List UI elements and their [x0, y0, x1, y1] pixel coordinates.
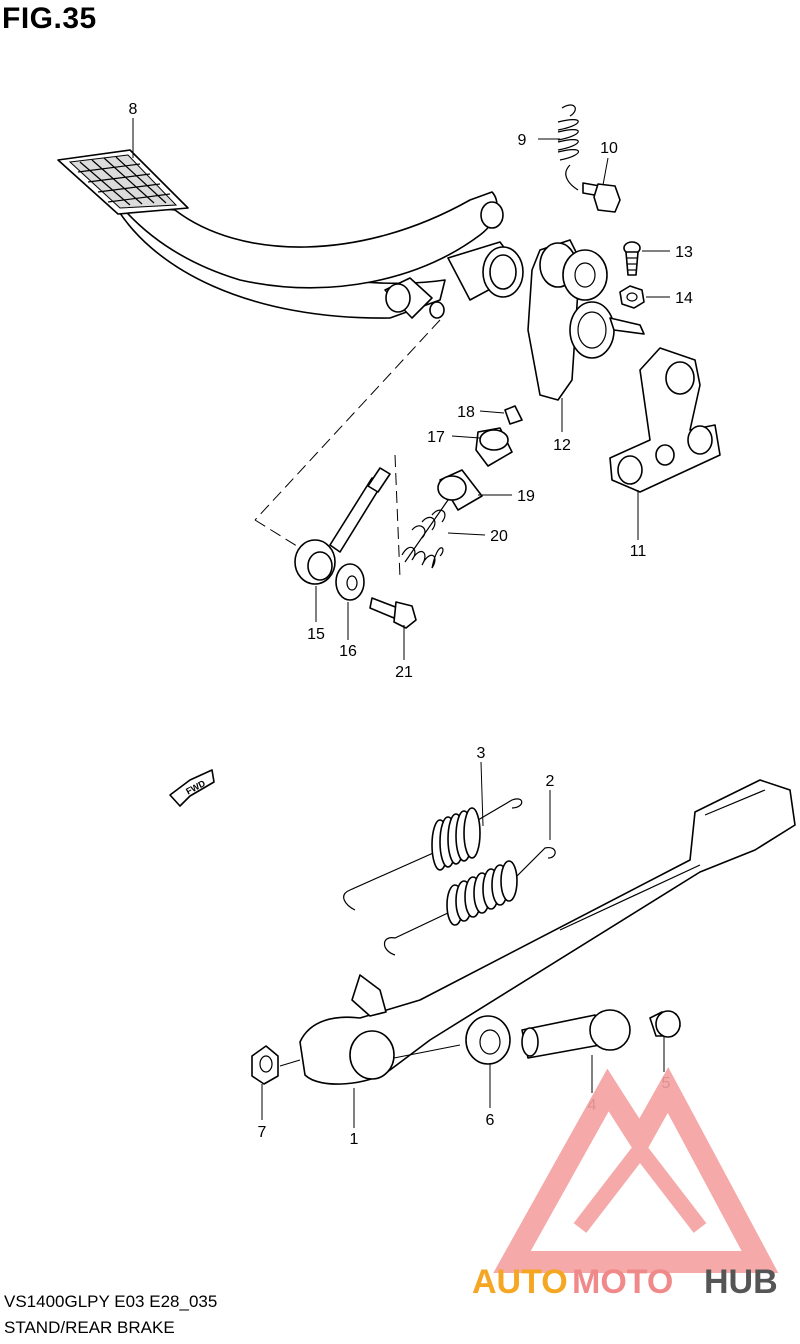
diagram-caption: STAND/REAR BRAKE: [4, 1318, 175, 1337]
washer-16: [335, 563, 365, 601]
figure-title: FIG.35: [2, 2, 97, 35]
callout-21: 21: [395, 664, 413, 681]
watermark-text: AUTO MOTO HUB: [472, 1263, 778, 1301]
callout-15: 15: [307, 626, 325, 643]
callout-20: 20: [490, 528, 508, 545]
cap-nut-5: [649, 1010, 681, 1038]
watermark-logo-icon: [493, 1067, 779, 1273]
forward-arrow-icon: [169, 769, 215, 807]
callout-17: 17: [427, 429, 445, 446]
return-spring-small: [557, 104, 580, 191]
stand-spring-2: [383, 846, 556, 956]
callout-16: 16: [339, 643, 357, 660]
nut-14: [619, 285, 645, 309]
spring-20: [401, 499, 449, 569]
watermark-hub: HUB: [704, 1263, 778, 1301]
callout-6: 6: [486, 1112, 495, 1129]
model-code: VS1400GLPY E03 E28_035: [4, 1292, 218, 1311]
brake-lever-12: [527, 239, 645, 401]
washer-6: [465, 1015, 511, 1065]
joint-19: [437, 469, 483, 511]
brake-link-11: [609, 347, 721, 493]
brake-pedal-arm: [57, 149, 524, 319]
callout-1: 1: [350, 1131, 359, 1148]
callout-2: 2: [546, 773, 555, 790]
screw-13: [623, 241, 641, 276]
clip-18: [504, 405, 523, 425]
callout-18: 18: [457, 404, 475, 421]
watermark-moto: MOTO: [572, 1263, 673, 1301]
callout-10: 10: [600, 140, 618, 157]
pin-17: [475, 427, 513, 467]
nut-7: [251, 1045, 279, 1085]
callout-8: 8: [129, 101, 138, 118]
callout-3: 3: [477, 745, 486, 762]
brake-rod-15: [294, 467, 391, 585]
callout-11: 11: [630, 543, 647, 560]
callout-9: 9: [518, 132, 527, 149]
bolt-4: [521, 1009, 631, 1059]
side-stand-1: [299, 779, 796, 1085]
bolt-21: [369, 597, 417, 629]
bolt-10: [582, 182, 621, 213]
callout-13: 13: [675, 244, 693, 261]
stand-spring-3: [343, 798, 523, 911]
watermark-auto: AUTO: [472, 1263, 568, 1301]
callout-12: 12: [553, 437, 571, 454]
callout-7: 7: [258, 1124, 267, 1141]
callout-14: 14: [675, 290, 693, 307]
callout-19: 19: [517, 488, 535, 505]
